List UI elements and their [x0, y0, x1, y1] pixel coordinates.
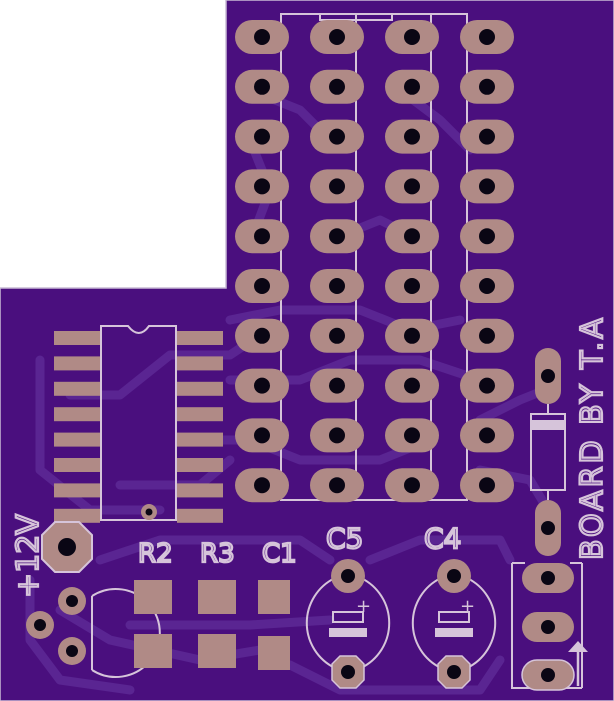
voltage-regulator [26, 587, 161, 678]
pin1-arrow-icon [568, 641, 588, 652]
r3-pad-top [198, 580, 236, 614]
c5-plus: + [356, 596, 371, 617]
header-pad [385, 468, 439, 503]
ic-pad-right [177, 356, 223, 371]
ic-pad-left [54, 483, 100, 498]
header-pad [385, 169, 439, 204]
header-pad [235, 269, 289, 303]
ic-pad-left [54, 432, 100, 447]
header-pad [385, 69, 439, 104]
header-pad [385, 318, 439, 353]
header-pad [235, 418, 289, 453]
ic-pad-right [177, 483, 223, 498]
header-pad [310, 169, 364, 204]
header-pad [385, 368, 439, 403]
regulator-pad [58, 637, 86, 665]
header-pad [235, 368, 289, 403]
header-pad [310, 119, 364, 154]
c1-pad-bottom [258, 636, 290, 670]
header-pad [235, 69, 289, 104]
c5-label: C5 [326, 522, 363, 555]
header-pad [460, 20, 514, 54]
c1-label: C1 [262, 539, 297, 569]
header-pad [235, 20, 289, 54]
header-pad [460, 119, 514, 154]
header-pad [310, 219, 364, 254]
header-pad [310, 418, 364, 453]
capacitor-c4 [411, 559, 497, 689]
ic-pad-right [177, 407, 223, 422]
header-pad [310, 20, 364, 54]
r2-pad-bottom [134, 634, 172, 668]
diode [530, 348, 566, 556]
ic-pad-right [177, 381, 223, 396]
ic-pad-right [177, 432, 223, 447]
header-pad [385, 269, 439, 303]
ic-pad-left [54, 508, 100, 523]
header-pad [310, 269, 364, 303]
c4-label: C4 [424, 522, 461, 555]
header-pad-grid [235, 20, 514, 503]
power-pad [41, 521, 93, 573]
header-pad [235, 318, 289, 353]
r3-pad-bottom [198, 634, 236, 668]
header-pad [310, 468, 364, 503]
regulator-pad [58, 587, 86, 615]
header-pad [235, 169, 289, 204]
header-pad [235, 219, 289, 254]
header-pad [235, 119, 289, 154]
c4-plus: + [460, 596, 475, 617]
ic-pad-right [177, 508, 223, 523]
smd-passives [134, 580, 290, 670]
header-pad [460, 418, 514, 453]
r2-label: R2 [138, 539, 173, 569]
header-pad [385, 119, 439, 154]
header-pad [460, 269, 514, 303]
ic-pad-left [54, 356, 100, 371]
r3-label: R3 [200, 539, 235, 569]
credit-text: BOARD BY T.A [575, 315, 610, 560]
header-pad [385, 418, 439, 453]
capacitor-c5 [305, 559, 391, 689]
header-pad [460, 219, 514, 254]
ic-pad-left [54, 458, 100, 472]
regulator-pad [26, 611, 54, 639]
header-pad [460, 69, 514, 104]
header-pad [460, 368, 514, 403]
ic-pad-left [54, 407, 100, 422]
header-pad [460, 318, 514, 353]
header-pad [460, 169, 514, 204]
c1-pad-top [258, 580, 290, 614]
header-pad [385, 219, 439, 254]
ic-pad-left [54, 381, 100, 396]
ic-pad-right [177, 331, 223, 345]
power-label: +12V [11, 514, 46, 598]
header-pad [385, 20, 439, 54]
ic-body-outline [100, 325, 177, 521]
header-pad [310, 368, 364, 403]
ic-pad-right [177, 458, 223, 472]
header-pad [460, 468, 514, 503]
copper-traces [25, 85, 553, 695]
r2-pad-top [134, 580, 172, 614]
header-pad [310, 318, 364, 353]
connector-3pin [511, 562, 588, 691]
ic-pad-left [54, 331, 100, 345]
header-pad [310, 69, 364, 104]
header-pad [235, 468, 289, 503]
ic-chip [54, 325, 223, 523]
